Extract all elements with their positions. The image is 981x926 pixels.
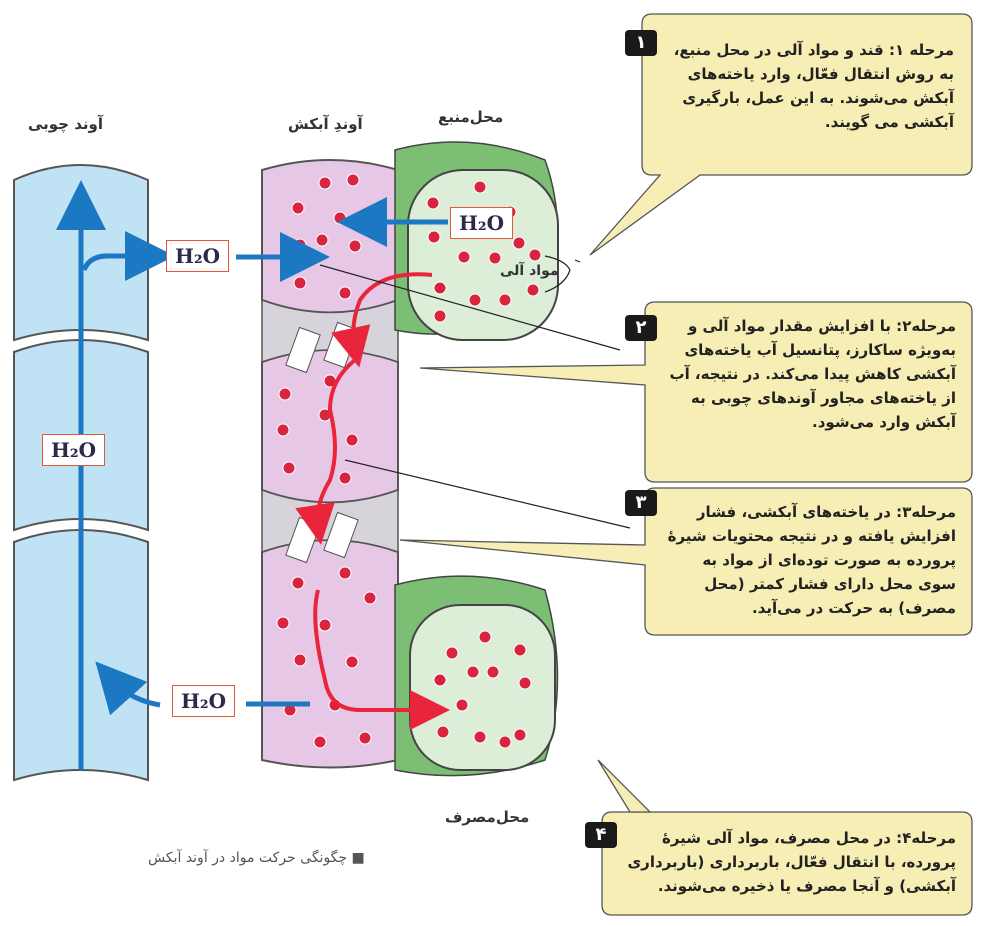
step-3-badge: ۳ <box>625 490 657 516</box>
source-cell <box>395 142 558 340</box>
step-1-text: مرحله ۱: قند و مواد آلی در محل منبع، به … <box>648 38 968 134</box>
h2o-label-middle: H₂O <box>42 434 105 466</box>
step-2-badge: ۲ <box>625 315 657 341</box>
step-2-text: مرحله۲: با افزایش مقدار مواد آلی و به‌وی… <box>650 314 970 434</box>
step-3-text: مرحله۳: در یاخته‌های آبکشی، فشار افزایش … <box>650 500 970 620</box>
step-4-text: مرحله۴: در محل مصرف، مواد آلی شیرۀ پرورد… <box>608 826 970 898</box>
h2o-label-lower: H₂O <box>172 685 235 717</box>
source-title: محل‌منبع <box>438 108 503 126</box>
sink-title: محل‌مصرف <box>445 808 529 826</box>
h2o-label-source: H₂O <box>450 207 513 239</box>
step-1-badge: ۱ <box>625 30 657 56</box>
step-4-badge: ۴ <box>585 822 617 848</box>
xylem-title: آوند چوبی <box>28 115 103 133</box>
h2o-label-upper: H₂O <box>166 240 229 272</box>
figure-caption: ■ چگونگی حرکت مواد در آوند آبکش <box>148 850 365 866</box>
phloem-title: آوندِ آبکش <box>288 115 363 133</box>
phloem-tube <box>262 160 398 768</box>
organic-label: مواد آلی <box>500 263 559 279</box>
